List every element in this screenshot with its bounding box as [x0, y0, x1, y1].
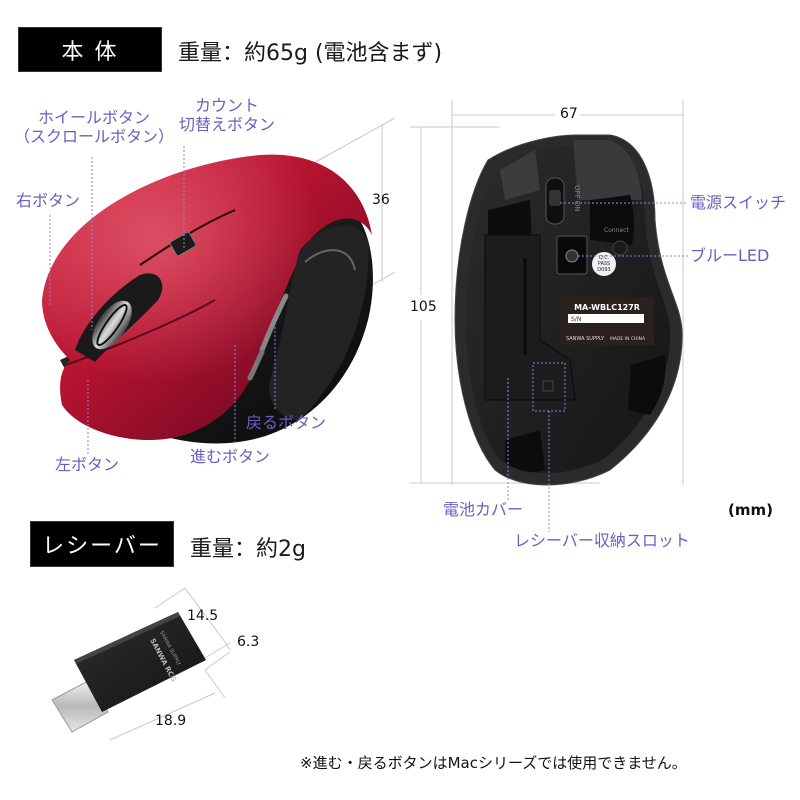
left-button-label: 左ボタン — [55, 455, 120, 474]
receiver-slot-label: レシーバー収納スロット — [514, 531, 690, 550]
mac-compatibility-footnote: ※進む・戻るボタンはMacシリーズでは使用できません。 — [300, 754, 687, 772]
svg-text:OFF ON: OFF ON — [573, 185, 581, 212]
bottom-dimension-lines — [410, 100, 684, 485]
height-dimension-value: 36 — [372, 192, 390, 208]
right-button-label: 右ボタン — [16, 191, 81, 210]
svg-text:MADE IN CHINA: MADE IN CHINA — [610, 336, 646, 342]
count-switch-label-line2: 切替えボタン — [178, 115, 275, 135]
power-switch-label: 電源スイッチ — [690, 193, 787, 212]
body-weight-spec: 重量：約65g (電池含まず) — [178, 41, 443, 66]
body-section-tag: 本 体 — [18, 27, 162, 72]
svg-text:MA-WBLC127R: MA-WBLC127R — [574, 303, 640, 312]
blue-led-label: ブルーLED — [690, 246, 770, 265]
length-dimension-value: 105 — [410, 299, 437, 315]
body-section-tag-text: 本 体 — [61, 39, 119, 65]
wheel-button-label-line1: ホイールボタン — [37, 108, 150, 127]
battery-cover-label: 電池カバー — [443, 500, 524, 519]
count-switch-label-line1: カウント — [194, 96, 259, 115]
receiver-section-tag: レシーバー — [30, 521, 174, 567]
svg-text:Q.C.: Q.C. — [599, 255, 610, 261]
count-switch-label: カウント 切替えボタン — [172, 96, 282, 134]
svg-text:Connect: Connect — [604, 227, 629, 234]
svg-text:SANWA SUPPLY: SANWA SUPPLY — [566, 336, 605, 342]
receiver-width-value: 14.5 — [187, 608, 219, 624]
receiver-section-tag-text: レシーバー — [42, 534, 162, 559]
wheel-button-label: ホイールボタン （スクロールボタン） — [14, 108, 174, 146]
receiver-thickness-value: 6.3 — [237, 634, 260, 650]
receiver-length-value: 18.9 — [155, 713, 187, 729]
wheel-button-label-line2: （スクロールボタン） — [14, 127, 175, 147]
receiver-weight-spec: 重量：約2g — [190, 537, 306, 562]
unit-label: (mm) — [728, 501, 773, 519]
forward-button-label: 進むボタン — [190, 447, 271, 466]
svg-text:PASS: PASS — [598, 261, 610, 267]
svg-text:D093: D093 — [597, 267, 610, 273]
svg-text:S/N: S/N — [571, 316, 581, 323]
back-button-label: 戻るボタン — [246, 413, 327, 432]
width-dimension-value: 67 — [560, 106, 578, 122]
